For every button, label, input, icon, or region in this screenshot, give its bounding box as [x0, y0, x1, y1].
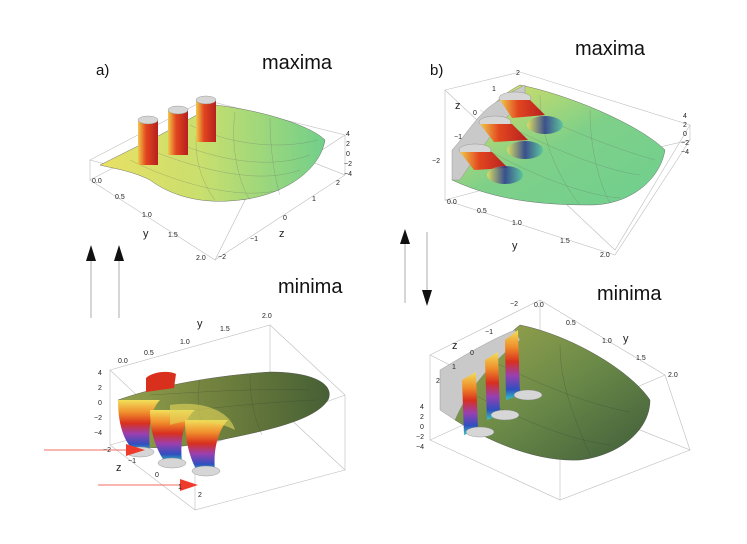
b-bottom-y-tick: 1.0 — [602, 338, 612, 345]
panel-a-bottom-bump — [146, 371, 176, 392]
a-bottom-vert-tick: −4 — [94, 430, 102, 437]
b-bottom-z-tick: −2 — [510, 301, 518, 308]
a-bottom-z-tick: 1 — [178, 484, 182, 491]
panel-b-top-valleys — [487, 116, 563, 184]
b-top-vert-tick: −2 — [681, 140, 689, 147]
b-top-y-tick: 1.5 — [560, 238, 570, 245]
maxima-right-title: maxima — [575, 38, 646, 60]
b-bottom-y-tick: 0.0 — [534, 302, 544, 309]
b-bottom-y-axis-label: y — [623, 333, 629, 345]
a-bottom-vert-tick: −2 — [94, 415, 102, 422]
panel-a-label: a) — [96, 62, 110, 79]
panel-a-bottom-plot — [44, 324, 346, 511]
a-bottom-z-tick: 2 — [198, 492, 202, 499]
a-bottom-y-tick: 0.0 — [118, 358, 128, 365]
a-bottom-z-tick: −1 — [128, 458, 136, 465]
b-bottom-z-tick: −1 — [485, 329, 493, 336]
a-top-z-tick: 1 — [312, 196, 316, 203]
a-top-y-tick: 1.5 — [168, 232, 178, 239]
b-top-z-axis-label: z — [455, 100, 461, 112]
a-top-y-tick: 0.0 — [92, 178, 102, 185]
a-top-vert-tick: 4 — [346, 131, 350, 138]
right-up-arrow — [400, 229, 410, 303]
a-top-vert-tick: 2 — [346, 141, 350, 148]
a-bottom-vert-tick: 2 — [98, 385, 102, 392]
a-bottom-y-tick: 1.0 — [180, 339, 190, 346]
a-bottom-vert-tick: 4 — [98, 370, 102, 377]
black-arrows — [86, 229, 432, 318]
panel-a-top-plot — [89, 95, 346, 261]
minima-right-title: minima — [597, 283, 662, 305]
b-bottom-vert-tick: −2 — [416, 434, 424, 441]
a-top-z-tick: −2 — [218, 254, 226, 261]
b-top-vert-tick: −4 — [681, 149, 689, 156]
b-bottom-vert-tick: −4 — [416, 444, 424, 451]
panel-b-label: b) — [430, 62, 444, 79]
b-bottom-z-tick: 2 — [436, 378, 440, 385]
b-bottom-y-tick: 2.0 — [668, 372, 678, 379]
a-bottom-z-axis-label: z — [116, 462, 122, 474]
right-down-arrow — [422, 232, 432, 306]
b-bottom-vert-tick: 4 — [420, 404, 424, 411]
panel-b-bottom-plot — [429, 299, 691, 501]
panel-b-bottom-wells — [462, 330, 543, 438]
a-top-vert-tick: −2 — [344, 161, 352, 168]
b-top-y-tick: 1.0 — [512, 220, 522, 227]
a-top-y-tick: 0.5 — [115, 194, 125, 201]
a-top-vert-tick: 0 — [346, 151, 350, 158]
panel-a-top-surface — [99, 104, 326, 202]
b-top-vert-tick: 4 — [683, 113, 687, 120]
a-bottom-y-tick: 2.0 — [262, 313, 272, 320]
a-top-y-tick: 1.0 — [142, 212, 152, 219]
a-top-z-tick: 0 — [283, 215, 287, 222]
left-up-arrow-1 — [86, 245, 96, 318]
panel-a-bottom-red-arrows — [44, 444, 198, 491]
a-top-y-axis-label: y — [143, 228, 149, 240]
left-up-arrow-2 — [114, 245, 124, 318]
a-bottom-y-tick: 1.5 — [220, 326, 230, 333]
b-bottom-y-tick: 1.5 — [636, 355, 646, 362]
a-top-z-axis-label: z — [279, 228, 285, 240]
b-top-y-axis-label: y — [512, 240, 518, 252]
a-bottom-y-axis-label: y — [197, 318, 203, 330]
b-bottom-z-axis-label: z — [452, 340, 458, 352]
panel-b-top-plot — [443, 71, 691, 256]
a-bottom-z-tick: −2 — [103, 447, 111, 454]
b-bottom-y-tick: 0.5 — [566, 320, 576, 327]
b-top-vert-tick: 0 — [683, 131, 687, 138]
panel-a-top-peaks — [137, 95, 217, 165]
minima-left-title: minima — [278, 276, 343, 298]
b-top-z-tick: 2 — [516, 70, 520, 77]
panel-a-bottom-wells — [118, 400, 235, 477]
b-bottom-vert-tick: 2 — [420, 414, 424, 421]
maxima-left-title: maxima — [262, 52, 333, 74]
b-top-y-tick: 0.5 — [477, 208, 487, 215]
b-top-z-tick: 0 — [473, 110, 477, 117]
a-top-z-tick: −1 — [250, 236, 258, 243]
b-top-z-tick: −1 — [454, 134, 462, 141]
panel-b-top-peaks — [458, 91, 545, 170]
a-bottom-vert-tick: 0 — [98, 400, 102, 407]
b-top-y-tick: 0.0 — [447, 199, 457, 206]
b-bottom-z-tick: 0 — [470, 350, 474, 357]
b-bottom-vert-tick: 0 — [420, 424, 424, 431]
a-top-vert-tick: −4 — [344, 171, 352, 178]
b-top-y-tick: 2.0 — [600, 252, 610, 259]
b-top-z-tick: −2 — [432, 158, 440, 165]
b-top-vert-tick: 2 — [683, 122, 687, 129]
b-top-z-tick: 1 — [492, 86, 496, 93]
a-bottom-y-tick: 0.5 — [144, 350, 154, 357]
a-bottom-z-tick: 0 — [155, 472, 159, 479]
b-bottom-z-tick: 1 — [452, 364, 456, 371]
a-top-y-tick: 2.0 — [196, 255, 206, 262]
a-top-z-tick: 2 — [336, 180, 340, 187]
